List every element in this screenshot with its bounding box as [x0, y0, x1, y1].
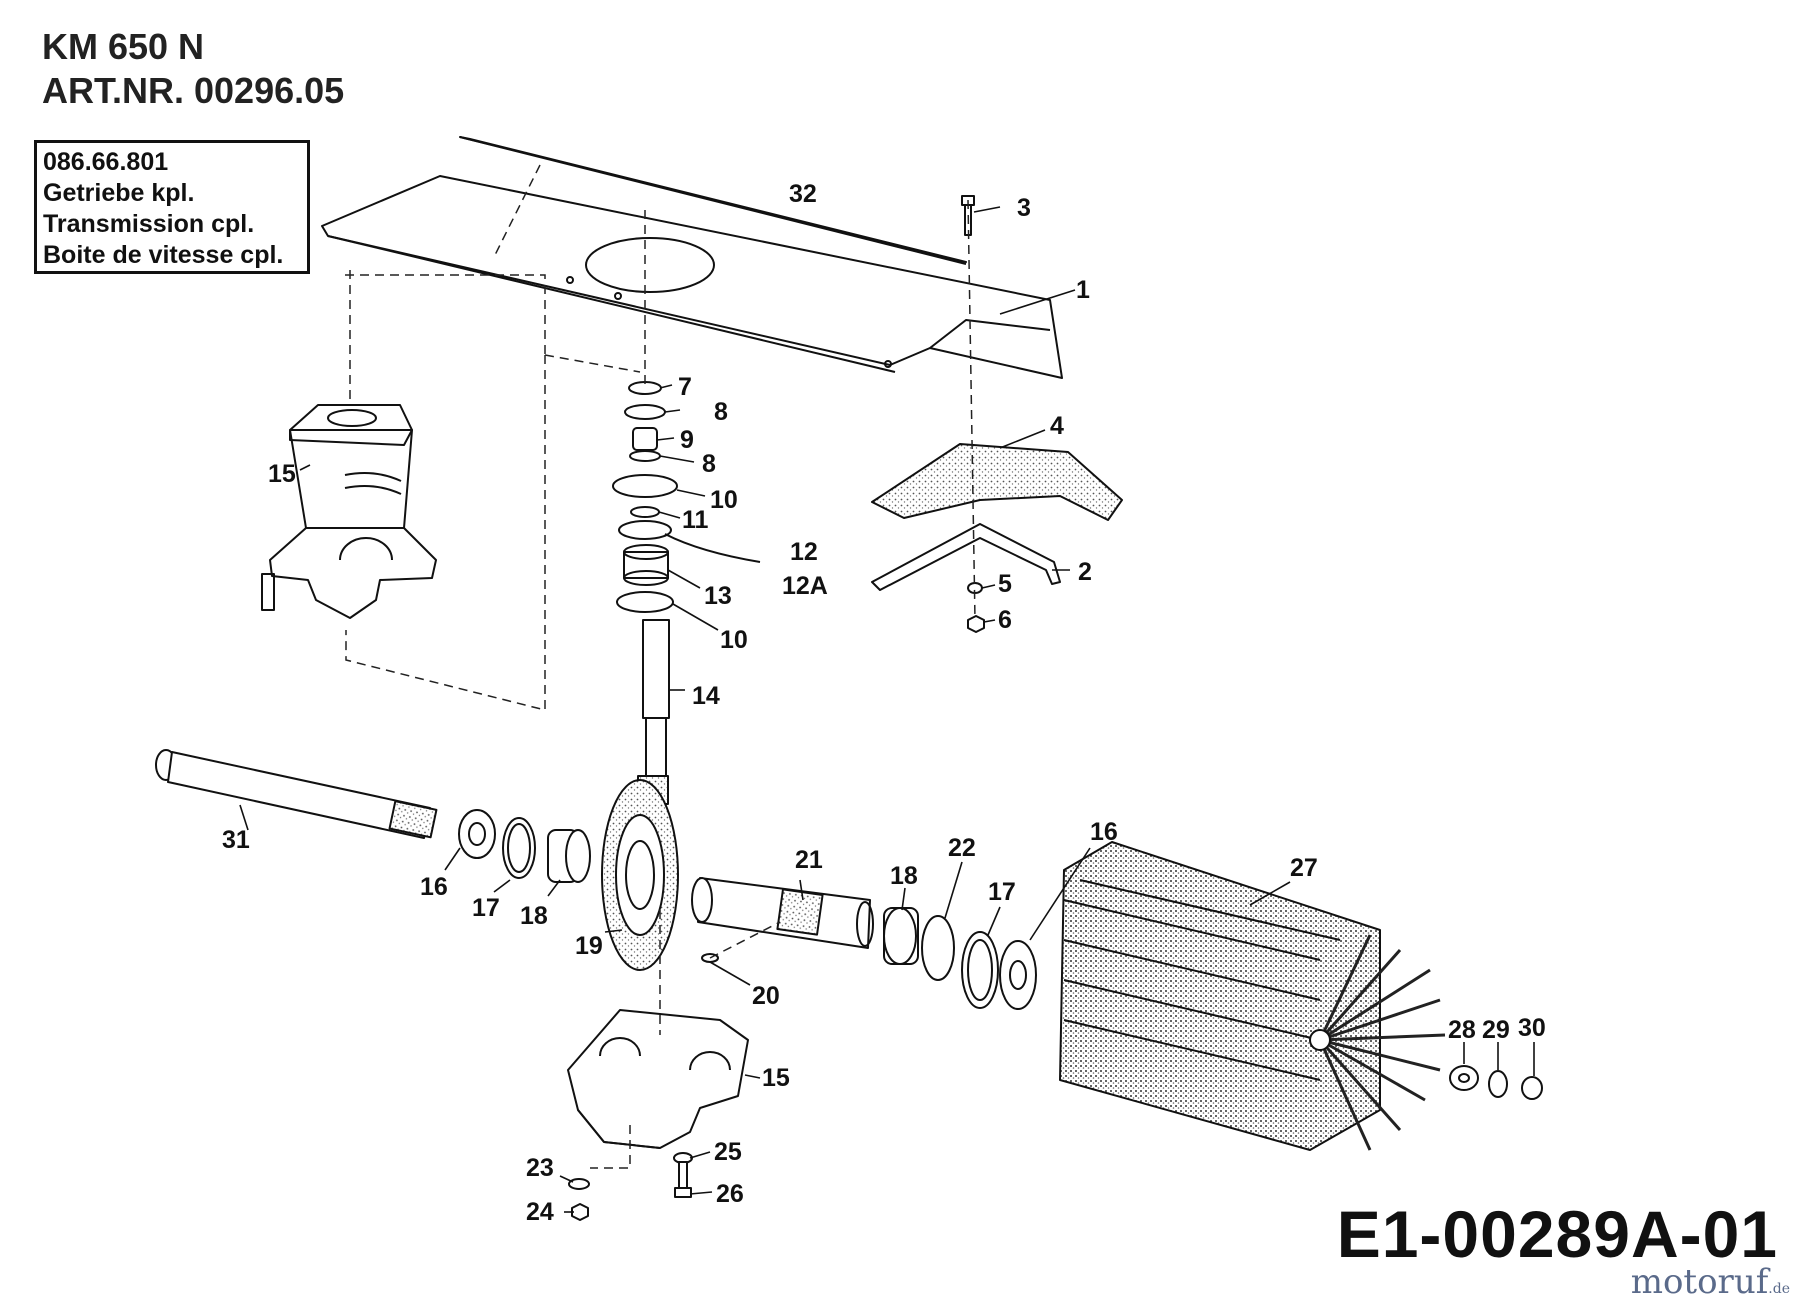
- lower-gear-housing-part-15: [567, 1009, 749, 1149]
- callout-4: 4: [1050, 412, 1064, 440]
- callout-31: 31: [222, 826, 250, 854]
- seal-part-16-right: [999, 940, 1037, 1010]
- callout-13: 13: [704, 582, 732, 610]
- callout-8-lower: 8: [702, 450, 716, 478]
- callout-12: 12: [790, 538, 818, 566]
- callout-16-right: 16: [1090, 818, 1118, 846]
- callout-18-right: 18: [890, 862, 918, 890]
- callout-14: 14: [692, 682, 720, 710]
- callout-30: 30: [1518, 1014, 1546, 1042]
- assembly-guide-lines: [345, 164, 976, 1169]
- seal-part-16-left: [458, 809, 496, 859]
- callout-26: 26: [716, 1180, 744, 1208]
- article-number: ART.NR. 00296.05: [42, 70, 345, 111]
- cover-plate-part-1: [321, 175, 1063, 379]
- bolt-part-26: [674, 1161, 692, 1198]
- callout-17-left: 17: [472, 894, 500, 922]
- callout-32: 32: [789, 180, 817, 208]
- callout-1: 1: [1076, 276, 1090, 304]
- nut-part-30: [1521, 1076, 1543, 1100]
- callout-12a: 12A: [782, 572, 828, 600]
- washer-part-28: [1449, 1065, 1479, 1091]
- nut-part-6: [967, 615, 985, 633]
- assembly-info-box: 086.66.801 Getriebe kpl. Transmission cp…: [34, 140, 310, 274]
- bracket-part-2: [871, 523, 1061, 591]
- callout-15-lower: 15: [762, 1064, 790, 1092]
- callout-8-upper: 8: [714, 398, 728, 426]
- callout-21: 21: [795, 846, 823, 874]
- callout-16-left: 16: [420, 873, 448, 901]
- assembly-name-fr: Boite de vitesse cpl.: [43, 241, 284, 269]
- bearing-part-18-left: [547, 829, 591, 883]
- callout-25: 25: [714, 1138, 742, 1166]
- callout-22: 22: [948, 834, 976, 862]
- assembly-part-number: 086.66.801: [43, 148, 169, 176]
- washer-part-23: [568, 1178, 590, 1190]
- callout-18-left: 18: [520, 902, 548, 930]
- upper-gear-housing-part-15: [261, 404, 437, 619]
- assembly-name-de: Getriebe kpl.: [43, 179, 195, 207]
- axle-part-31: [155, 749, 438, 839]
- diagram-id: E1-00289A-01: [1336, 1197, 1778, 1271]
- callout-3: 3: [1017, 194, 1031, 222]
- cover-strip-part-32: [459, 136, 967, 265]
- drive-shaft-part-21: [691, 877, 874, 949]
- callout-24: 24: [526, 1198, 554, 1226]
- shaft-stack: [612, 381, 761, 613]
- assembly-name-en: Transmission cpl.: [43, 210, 255, 238]
- leader-lines: [239, 206, 1535, 1213]
- watermark-tld: .de: [1768, 1281, 1790, 1297]
- callout-19: 19: [575, 932, 603, 960]
- callout-10-upper: 10: [710, 486, 738, 514]
- guard-plate-part-4: [871, 443, 1123, 521]
- callout-10-lower: 10: [720, 626, 748, 654]
- ring-part-17-left: [502, 817, 536, 879]
- callout-17-right: 17: [988, 878, 1016, 906]
- callout-20: 20: [752, 982, 780, 1010]
- callout-6: 6: [998, 606, 1012, 634]
- bevel-gear-part-19: [601, 779, 679, 971]
- callout-11: 11: [682, 506, 709, 534]
- brush-roller-part-27: [1059, 841, 1446, 1151]
- ring-part-22: [921, 915, 955, 981]
- model-name: KM 650 N: [42, 26, 205, 67]
- callout-5: 5: [998, 570, 1012, 598]
- callout-9: 9: [680, 426, 694, 454]
- watermark: motoruf.de: [1631, 1262, 1790, 1302]
- callout-28: 28: [1448, 1016, 1476, 1044]
- callout-29: 29: [1482, 1016, 1510, 1044]
- callout-2: 2: [1078, 558, 1092, 586]
- callout-15-upper: 15: [268, 460, 296, 488]
- callout-27: 27: [1290, 854, 1318, 882]
- pinion-shaft-part-14: [637, 619, 670, 805]
- callout-labels: 32 3 1 4 2 5 6 7 8 9 8 10 11 12 12A 13 1…: [222, 180, 1546, 1226]
- ring-part-29: [1488, 1070, 1508, 1098]
- callout-7: 7: [678, 373, 692, 401]
- callout-23: 23: [526, 1154, 554, 1182]
- watermark-name: motoruf: [1630, 1262, 1769, 1302]
- nut-part-24: [571, 1203, 589, 1221]
- bearing-part-18-right: [883, 907, 919, 965]
- ring-part-17-right: [961, 931, 999, 1009]
